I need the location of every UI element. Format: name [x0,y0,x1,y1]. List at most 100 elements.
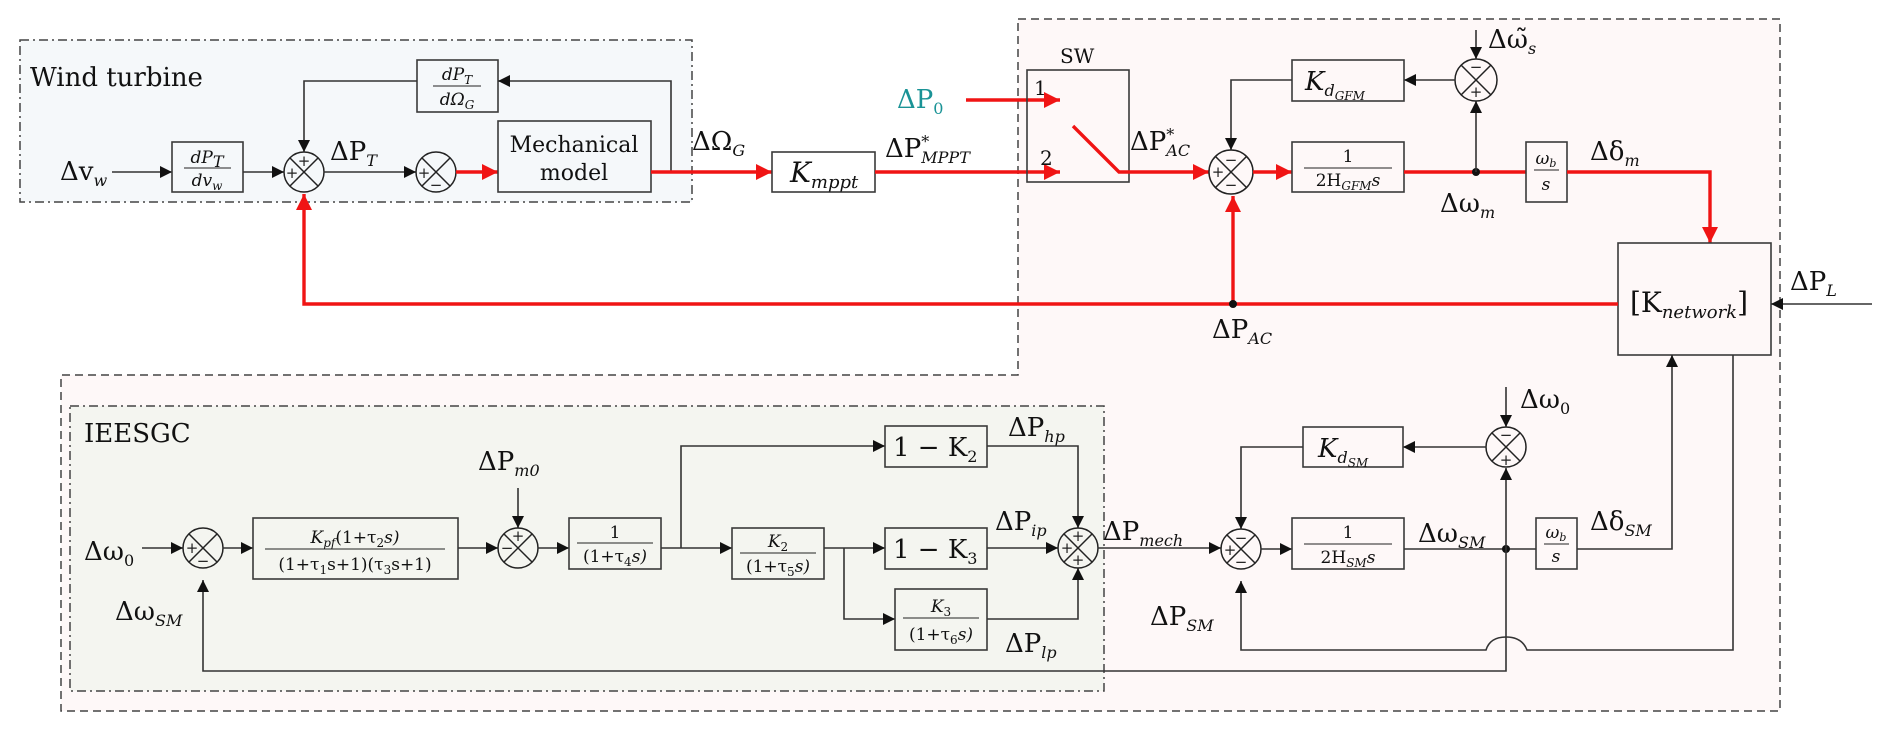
svg-text:+: + [512,527,525,545]
wire-omega-feedback [498,75,672,172]
svg-text:KdGFM: KdGFM [1304,67,1366,103]
label-dw-SM-feedback: ΔωSM [115,597,183,630]
svg-text:−: − [1500,426,1513,444]
svg-text:SW: SW [1060,44,1095,68]
block-mechanical-model[interactable]: Mechanical model [497,120,652,193]
svg-text:1: 1 [1343,523,1354,543]
svg-text:K3: K3 [930,597,951,619]
block-k-mppt[interactable]: Kmppt [771,151,876,193]
svg-text:1 − K2: 1 − K2 [893,433,977,466]
block-wb-s-sm[interactable]: ωb s [1535,517,1578,570]
svg-text:Kmppt: Kmppt [789,156,859,193]
svg-text:−: − [1235,553,1248,571]
block-steam-chest[interactable]: 1 (1+τ4s) [568,517,662,570]
wire [298,80,417,152]
svg-text:model: model [540,161,608,186]
svg-text:(1+τ1s+1)(τ3s+1): (1+τ1s+1)(τ3s+1) [278,555,431,577]
block-k-network[interactable]: [Knetwork] [1617,242,1772,356]
label-dw-s-tilde: Δω̃s [1488,25,1536,58]
label-dP-L: ΔPL [1790,267,1837,300]
block-kd-gfm[interactable]: KdGFM [1291,59,1405,103]
svg-text:[Knetwork]: [Knetwork] [1630,286,1748,323]
label-dP-ip: ΔPip [995,507,1047,540]
label-dw-SM: ΔωSM [1418,519,1486,552]
label-dP-lp: ΔPlp [1005,629,1057,662]
svg-text:+: + [1072,551,1085,569]
sum-junction-torque-balance: + − [415,151,457,194]
svg-text:−: − [197,552,210,570]
svg-text:dPT: dPT [442,65,473,87]
label-dw0-sm: Δω0 [1520,385,1570,418]
label-dDelta-SM: ΔδSM [1590,507,1652,540]
branch-dot [1229,300,1237,308]
svg-text:s: s [1542,175,1551,195]
svg-text:1: 1 [1034,76,1047,100]
switch-sw[interactable]: SW 1 2 [1026,44,1130,183]
wire-delta-sm [1577,355,1678,550]
svg-text:−: − [430,176,443,194]
block-dPT-dvw[interactable]: dPT dvw [171,141,244,193]
sum-junction-sm-swing: − + − [1220,528,1262,571]
wire [1235,446,1303,529]
svg-text:−: − [1470,58,1483,76]
wire [1225,79,1292,150]
svg-text:dΩG: dΩG [440,90,475,112]
block-k3-lag[interactable]: K3 (1+τ6s) [894,588,988,651]
svg-text:+: + [286,164,299,182]
wire-red [1567,170,1718,243]
svg-text:dPT: dPT [191,148,225,171]
ieesgc-title: IEESGC [84,419,191,449]
svg-text:+: + [1072,527,1085,545]
svg-text:s: s [1552,547,1561,567]
label-dP-mppt: ΔP*MPPT [885,132,971,167]
svg-text:+: + [1212,163,1225,181]
block-sm-inertia[interactable]: 1 2HSMs [1291,517,1405,570]
wire [843,548,895,625]
label-dP0: ΔP0 [897,85,943,118]
svg-text:Kpf(1+τ2s): Kpf(1+τ2s) [310,528,400,550]
label-dP-SM: ΔPSM [1150,602,1214,635]
svg-text:−: − [501,539,514,557]
label-dP-T: ΔPT [330,137,378,170]
sum-junction-turbine-power: + + [283,151,325,193]
block-gfm-inertia[interactable]: 1 2HGFMs [1291,141,1405,193]
block-k2-lag[interactable]: K2 (1+τ5s) [731,527,825,580]
block-one-minus-k2[interactable]: 1 − K2 [884,425,988,468]
svg-text:Mechanical: Mechanical [510,133,639,158]
wire [680,440,885,548]
label-dw-m: Δωm [1440,189,1495,222]
svg-text:+: + [1500,451,1513,469]
svg-text:(1+τ6s): (1+τ6s) [909,625,973,647]
wire-red-pac-feedback [296,194,1618,306]
sum-junction-gfm-swing: − + − [1208,149,1254,195]
label-dw0-gov: Δω0 [84,537,134,570]
label-dP-m0: ΔPm0 [478,447,540,480]
svg-text:1: 1 [610,523,621,543]
svg-text:(1+τ5s): (1+τ5s) [746,557,810,579]
label-dv-w: Δvw [60,157,107,190]
svg-text:1: 1 [1343,147,1354,167]
sum-junction-speed-error: + − [182,527,224,570]
svg-text:+: + [418,164,431,182]
block-one-minus-k3[interactable]: 1 − K3 [884,527,988,570]
svg-text:+: + [186,539,199,557]
wire [987,568,1084,620]
label-dP-hp: ΔPhp [1008,413,1065,446]
label-dP-AC: ΔPAC [1212,315,1272,348]
label-dDelta-m: Δδm [1590,137,1640,170]
svg-text:dvw: dvw [192,171,224,193]
svg-text:−: − [1225,176,1238,194]
sum-junction-sm-damping: − + [1485,426,1527,469]
svg-text:−: − [1235,529,1248,547]
wire-speed-feedback [197,549,1507,672]
svg-text:KdSM: KdSM [1317,434,1369,470]
svg-text:+: + [298,152,311,170]
svg-text:+: + [1470,83,1483,101]
block-wb-s-gfm[interactable]: ωb s [1525,141,1568,203]
label-dP-mech: ΔPmech [1103,517,1183,550]
svg-text:2: 2 [1040,146,1053,170]
svg-text:(1+τ4s): (1+τ4s) [583,547,647,569]
wire [987,445,1084,528]
label-dP-AC-star: ΔP*AC [1130,125,1190,160]
